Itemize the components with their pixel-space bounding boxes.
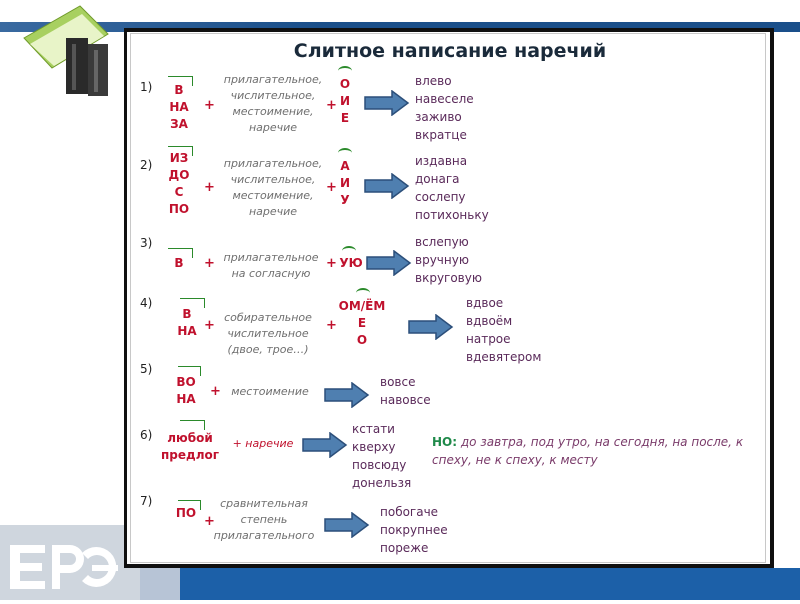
plus-sign: +	[326, 98, 337, 113]
row-6-middle: + наречие	[232, 437, 294, 450]
books-icon	[23, 5, 109, 96]
row-2-number: 2)	[140, 158, 153, 172]
suffix-mark	[338, 66, 352, 76]
row-5-middle: местоимение	[231, 385, 309, 398]
row-3-suffix: УЮ	[339, 256, 363, 270]
plus-sign: +	[210, 384, 221, 399]
arrow-right-icon	[302, 432, 348, 458]
arrow-right-icon	[408, 314, 454, 340]
bottom-left-logo	[0, 525, 140, 600]
row-7-prefix: ПО	[175, 506, 197, 520]
bottom-band	[180, 568, 800, 600]
plus-sign: +	[326, 318, 337, 333]
plus-sign: +	[326, 256, 337, 271]
top-stripe	[0, 22, 800, 32]
row-6-number: 6)	[140, 428, 153, 442]
suffix-mark	[356, 288, 370, 298]
arrow-right-icon	[324, 512, 370, 538]
bottom-band-light	[140, 568, 180, 600]
arrow-right-icon	[366, 250, 412, 276]
arrow-right-icon	[324, 382, 370, 408]
arrow-right-icon	[364, 90, 410, 116]
prefix-mark	[180, 298, 205, 308]
plus-sign: +	[204, 98, 215, 113]
exception-note: НО: до завтра, под утро, на сегодня, на …	[432, 433, 766, 469]
ep-logo-icon	[0, 525, 140, 600]
row-1-number: 1)	[140, 80, 153, 94]
content-frame	[124, 28, 774, 568]
plus-sign: +	[204, 318, 215, 333]
page-title: Слитное написание наречий	[293, 40, 607, 62]
row-3-prefix: В	[174, 256, 184, 270]
prefix-mark	[168, 146, 193, 156]
prefix-mark	[180, 420, 205, 430]
exception-label: НО:	[432, 435, 458, 449]
plus-sign: +	[204, 514, 215, 529]
prefix-mark	[178, 366, 201, 376]
exception-text: до завтра, под утро, на сегодня, на посл…	[432, 435, 744, 467]
plus-sign: +	[204, 180, 215, 195]
row-2-middle: прилагательное,числительное,местоимение,…	[223, 157, 323, 218]
row-4-number: 4)	[140, 296, 153, 310]
row-5-number: 5)	[140, 362, 153, 376]
prefix-mark	[168, 248, 193, 258]
prefix-mark	[178, 500, 201, 510]
plus-sign: +	[326, 180, 337, 195]
content-frame-inner	[130, 33, 766, 563]
plus-sign: +	[204, 256, 215, 271]
arrow-right-icon	[364, 173, 410, 199]
row-1-middle: прилагательное,числительное,местоимение,…	[223, 73, 323, 134]
row-7-number: 7)	[140, 494, 153, 508]
prefix-mark	[168, 76, 193, 86]
suffix-mark	[342, 246, 356, 256]
row-3-number: 3)	[140, 236, 153, 250]
suffix-mark	[338, 148, 352, 158]
